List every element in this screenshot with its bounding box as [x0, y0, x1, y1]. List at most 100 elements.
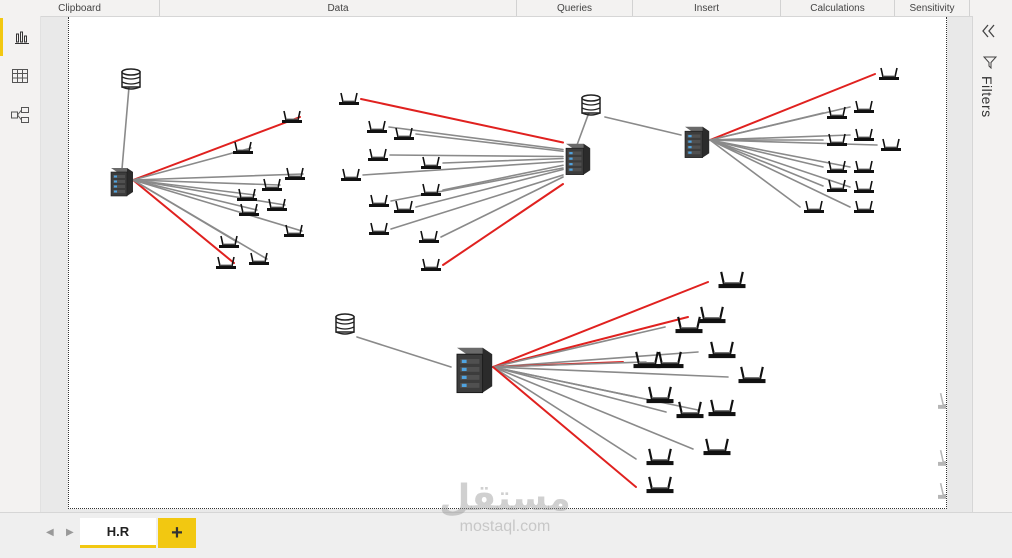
network-link [442, 157, 564, 164]
workstation-icon[interactable] [827, 106, 847, 119]
network-link [492, 351, 699, 368]
workstation-icon[interactable] [698, 306, 726, 324]
workstation-icon[interactable] [419, 230, 439, 243]
network-link [709, 139, 824, 168]
workstation-icon[interactable] [367, 120, 387, 133]
network-link [360, 98, 564, 144]
ribbon-group-data: Data [160, 0, 517, 16]
workstation-icon[interactable] [633, 351, 661, 369]
server-icon[interactable] [110, 168, 133, 197]
network-link [709, 139, 851, 208]
workstation-icon[interactable] [237, 188, 257, 201]
workstation-icon[interactable] [646, 386, 674, 404]
network-link [362, 160, 564, 176]
workstation-icon[interactable] [421, 183, 441, 196]
filter-button[interactable] [982, 56, 998, 74]
ribbon-group-insert: Insert [633, 0, 781, 16]
workstation-icon[interactable] [854, 160, 874, 173]
network-diagram[interactable] [69, 17, 946, 508]
tab-scroll-left-button[interactable]: ◀ [46, 527, 54, 538]
workstation-icon[interactable] [854, 128, 874, 141]
network-link [709, 112, 824, 141]
workstation-icon[interactable] [804, 200, 824, 213]
network-link [132, 179, 235, 264]
database-icon[interactable] [581, 94, 601, 116]
workstation-icon[interactable] [827, 160, 847, 173]
network-link [132, 147, 252, 181]
workstation-icon[interactable] [938, 450, 946, 466]
workstation-icon[interactable] [738, 366, 766, 384]
model-view-button[interactable] [0, 96, 40, 134]
workstation-icon[interactable] [675, 316, 703, 334]
network-link [709, 139, 851, 188]
workstation-icon[interactable] [708, 399, 736, 417]
server-icon[interactable] [456, 347, 493, 394]
database-icon[interactable] [335, 313, 355, 335]
ribbon-group-calculations: Calculations [781, 0, 895, 16]
workstation-icon[interactable] [854, 180, 874, 193]
add-page-button[interactable]: + [158, 518, 196, 548]
network-link [709, 139, 878, 146]
workstation-icon[interactable] [938, 393, 946, 409]
workstation-icon[interactable] [879, 67, 899, 80]
workstation-icon[interactable] [368, 148, 388, 161]
workstation-icon[interactable] [646, 448, 674, 466]
database-icon[interactable] [121, 68, 141, 90]
workstation-icon[interactable] [239, 203, 259, 216]
network-link [390, 174, 564, 230]
report-page[interactable] [68, 17, 947, 509]
workstation-icon[interactable] [216, 256, 236, 269]
workstation-icon[interactable] [854, 200, 874, 213]
filters-label[interactable]: Filters [979, 76, 995, 118]
ribbon-group-label: Queries [556, 3, 592, 14]
network-link [132, 116, 301, 181]
workstation-icon[interactable] [339, 92, 359, 105]
workstation-icon[interactable] [827, 133, 847, 146]
network-link [415, 133, 564, 153]
ribbon-group-label: Calculations [810, 3, 865, 14]
workstation-icon[interactable] [219, 235, 239, 248]
server-icon[interactable] [565, 143, 591, 175]
model-diagram-icon [11, 107, 29, 123]
workstation-icon[interactable] [369, 222, 389, 235]
workstation-icon[interactable] [656, 351, 684, 369]
collapse-filters-button[interactable] [981, 24, 1005, 42]
workstation-icon[interactable] [282, 110, 302, 123]
server-icon[interactable] [684, 126, 710, 158]
workstation-icon[interactable] [233, 141, 253, 154]
workstation-icon[interactable] [718, 271, 746, 289]
network-link [388, 126, 564, 151]
report-view-button[interactable] [0, 18, 40, 56]
network-link [440, 176, 564, 238]
workstation-icon[interactable] [881, 138, 901, 151]
workstation-icon[interactable] [249, 252, 269, 265]
workstation-icon[interactable] [854, 100, 874, 113]
workstation-icon[interactable] [708, 341, 736, 359]
workstation-icon[interactable] [369, 194, 389, 207]
workstation-icon[interactable] [676, 401, 704, 419]
workstation-icon[interactable] [262, 178, 282, 191]
workstation-icon[interactable] [394, 200, 414, 213]
workstation-icon[interactable] [827, 179, 847, 192]
workstation-icon[interactable] [285, 167, 305, 180]
workstation-icon[interactable] [703, 438, 731, 456]
network-link [132, 179, 303, 232]
network-link [709, 139, 801, 208]
tab-scroll-right-button[interactable]: ▶ [66, 527, 74, 538]
network-link [415, 168, 564, 208]
filters-pane[interactable]: Filters [972, 16, 1012, 512]
workstation-icon[interactable] [646, 476, 674, 494]
workstation-icon[interactable] [284, 224, 304, 237]
ribbon-group-label: Data [327, 3, 349, 14]
workstation-icon[interactable] [267, 198, 287, 211]
tab-hr[interactable]: H.R [80, 518, 156, 548]
workstation-icon[interactable] [421, 156, 441, 169]
data-view-button[interactable] [0, 57, 40, 95]
workstation-icon[interactable] [938, 483, 946, 499]
workstation-icon[interactable] [421, 258, 441, 271]
ribbon-group-label: Sensitivity [909, 3, 955, 14]
workstation-icon[interactable] [394, 127, 414, 140]
network-link [709, 139, 824, 187]
ribbon-group-label: Clipboard [58, 3, 101, 14]
workstation-icon[interactable] [341, 168, 361, 181]
